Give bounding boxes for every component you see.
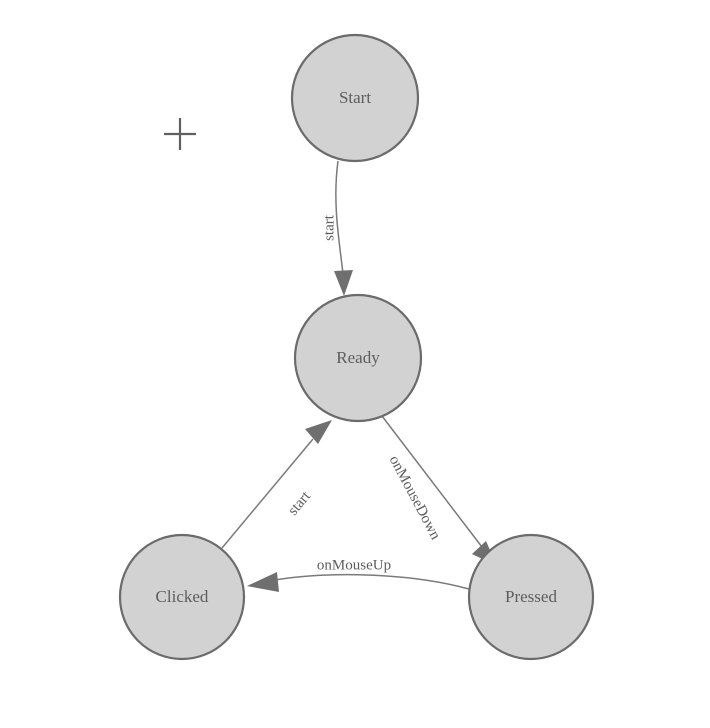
arrowhead-into-ready-top xyxy=(334,270,353,296)
node-start-circle[interactable] xyxy=(290,33,420,163)
node-ready-circle[interactable] xyxy=(293,293,423,423)
edge-label-ready-to-pressed: onMouseDown xyxy=(386,453,444,543)
crosshair-plus-icon xyxy=(164,118,196,150)
node-pressed-circle[interactable] xyxy=(467,533,595,661)
arrowhead-into-ready-bottom xyxy=(305,420,332,444)
edge-label-start-to-ready: start xyxy=(321,214,337,241)
edge-ready-to-pressed[interactable]: onMouseDown xyxy=(381,415,497,566)
node-clicked[interactable]: Clicked xyxy=(118,533,246,661)
arrowhead-into-clicked xyxy=(247,572,279,592)
edge-pressed-to-clicked[interactable]: onMouseUp xyxy=(247,557,470,592)
node-clicked-circle[interactable] xyxy=(118,533,246,661)
edge-label-pressed-to-clicked: onMouseUp xyxy=(317,557,391,573)
edge-start-to-ready[interactable]: start xyxy=(321,160,353,296)
node-start[interactable]: Start xyxy=(290,33,420,163)
node-pressed[interactable]: Pressed xyxy=(467,533,595,661)
node-ready[interactable]: Ready xyxy=(293,293,423,423)
edge-label-clicked-to-ready: start xyxy=(285,488,314,519)
edge-clicked-to-ready[interactable]: start xyxy=(221,420,332,549)
